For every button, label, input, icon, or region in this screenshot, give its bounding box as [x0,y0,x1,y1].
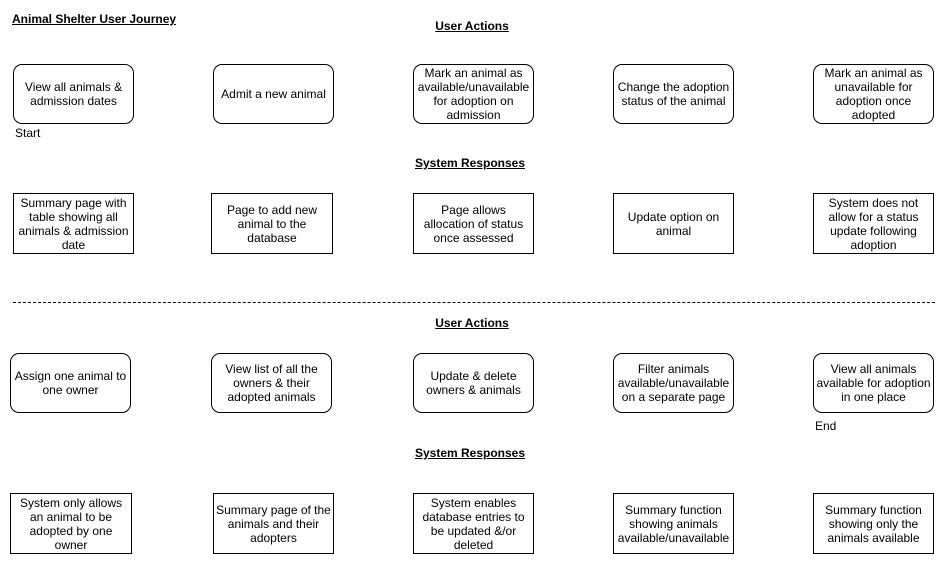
diagram-title: Animal Shelter User Journey [12,12,177,26]
action-box: View all animals available for adoption … [813,353,934,413]
action-box: Assign one animal to one owner [10,353,131,413]
response-box: System enables database entries to be up… [413,493,534,554]
section2-responses-heading: System Responses [414,446,526,460]
action-box: View list of all the owners & their adop… [211,353,332,413]
action-box: Change the adoption status of the animal [613,64,734,124]
response-box: Summary page of the animals and their ad… [213,493,334,554]
action-box: Filter animals available/unavailable on … [613,353,734,413]
action-box: Update & delete owners & animals [413,353,534,413]
section1-actions-heading: User Actions [435,19,509,33]
section-divider [13,302,935,303]
response-box: Summary function showing only the animal… [813,493,934,554]
section2-actions-heading: User Actions [435,316,509,330]
action-box: Mark an animal as unavailable for adopti… [813,64,934,124]
action-box: Admit a new animal [213,64,334,124]
end-label: End [815,419,837,433]
response-box: System only allows an animal to be adopt… [10,493,132,554]
response-box: Summary function showing animals availab… [613,493,734,554]
response-box: System does not allow for a status updat… [813,193,934,254]
start-label: Start [15,126,41,140]
response-box: Summary page with table showing all anim… [13,193,134,254]
action-box: View all animals & admission dates [13,64,134,124]
response-box: Update option on animal [613,193,734,254]
response-box: Page allows allocation of status once as… [413,193,534,254]
section1-responses-heading: System Responses [414,156,526,170]
response-box: Page to add new animal to the database [211,193,333,254]
action-box: Mark an animal as available/unavailable … [413,64,534,124]
